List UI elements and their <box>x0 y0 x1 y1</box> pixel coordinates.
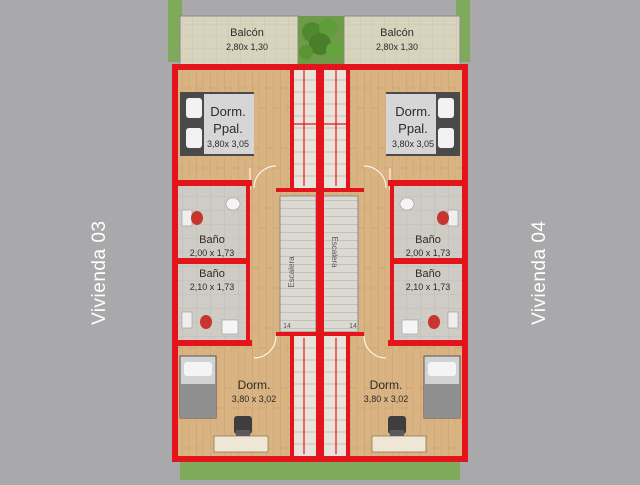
master-bedroom-right-label-1: Dorm. <box>395 104 430 119</box>
unit-name-right: Vivienda 04 <box>529 220 550 325</box>
bath-1-left-label: Baño <box>199 234 225 246</box>
bath-2-right-label: Baño <box>415 268 441 280</box>
bed-lower-left <box>179 355 217 419</box>
stair-right <box>321 195 359 333</box>
bath-1-right-dims: 2,00 x 1,73 <box>406 248 451 258</box>
bed-lower-right <box>423 355 461 419</box>
bath-2-left-label: Baño <box>199 268 225 280</box>
master-bedroom-right-dims: 3,80x 3,05 <box>392 139 434 149</box>
desk-left <box>213 416 269 453</box>
bedroom-left-label: Dorm. <box>238 378 271 392</box>
balcony-right-dims: 2,80x 1,30 <box>376 42 418 52</box>
bed-master-left <box>180 92 254 156</box>
master-bedroom-left-label-2: Ppal. <box>213 121 243 136</box>
stair-right-label: Escalera <box>330 236 339 268</box>
bath-2-right-dims: 2,10 x 1,73 <box>406 282 451 292</box>
bath-1-right-label: Baño <box>415 234 441 246</box>
stair-left-label: Escalera <box>287 256 296 288</box>
unit-name-left: Vivienda 03 <box>89 220 110 325</box>
stair-left <box>279 195 317 333</box>
grass-strip-bottom <box>180 462 460 480</box>
balcony-right <box>343 15 461 67</box>
window-marks <box>294 70 346 454</box>
desk-right <box>371 416 427 453</box>
garden-plant <box>298 16 344 66</box>
master-bedroom-right-label-2: Ppal. <box>398 121 428 136</box>
bed-master-right <box>386 92 460 156</box>
balcony-left-label: Balcón <box>230 27 264 39</box>
master-bedroom-left-label-1: Dorm. <box>210 104 245 119</box>
stair-left-steps: 14 <box>283 323 291 330</box>
door-swings <box>249 165 391 359</box>
toilet-icon <box>181 197 459 335</box>
master-bedroom-left-dims: 3,80x 3,05 <box>207 139 249 149</box>
bedroom-right-label: Dorm. <box>370 378 403 392</box>
walls <box>172 64 468 462</box>
balcony-left <box>179 15 299 67</box>
balcony-right-label: Balcón <box>380 27 414 39</box>
balcony-left-dims: 2,80x 1,30 <box>226 42 268 52</box>
grass-strip-left <box>168 0 182 62</box>
bath-1-left-dims: 2,00 x 1,73 <box>190 248 235 258</box>
stair-right-steps: 14 <box>349 323 357 330</box>
bedroom-left-dims: 3,80 x 3,02 <box>232 394 277 404</box>
bedroom-right-dims: 3,80 x 3,02 <box>364 394 409 404</box>
bath-2-left-dims: 2,10 x 1,73 <box>190 282 235 292</box>
